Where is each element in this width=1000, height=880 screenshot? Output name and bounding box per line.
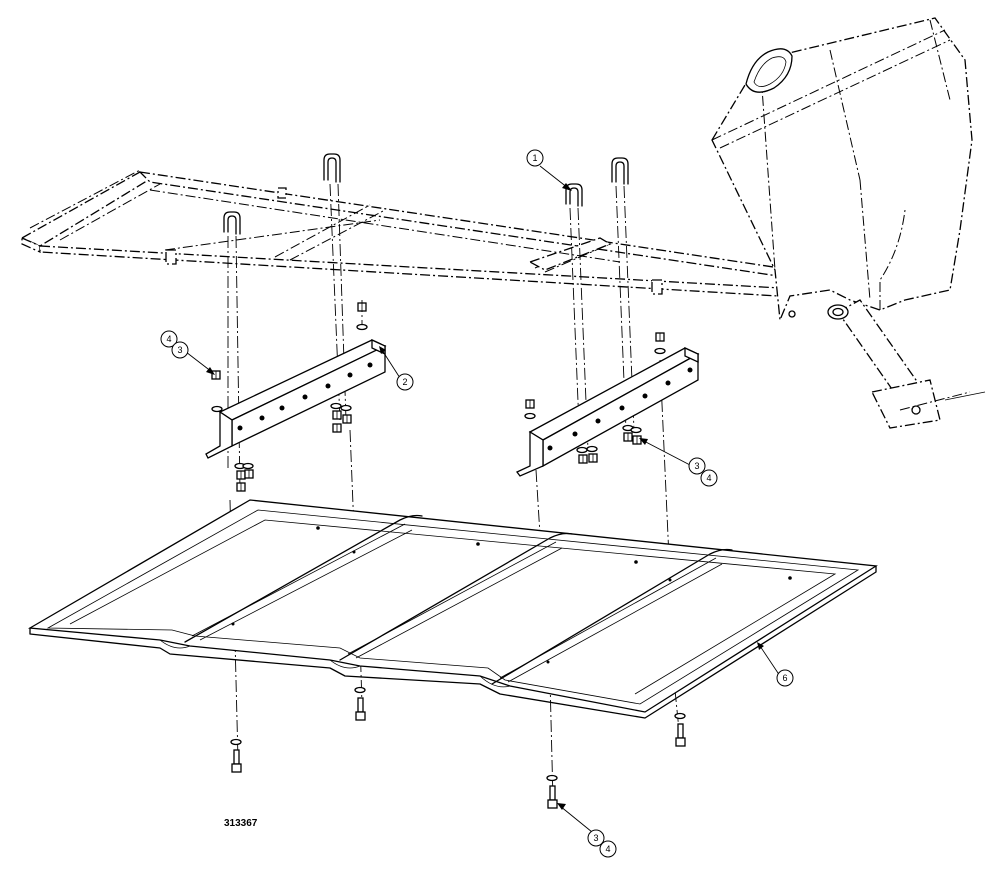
callout-label-4c: 4 (605, 844, 610, 854)
callout-label-3a: 3 (177, 345, 182, 355)
callout-label-1: 1 (532, 153, 537, 163)
cap-screws (230, 686, 686, 809)
callout-2: 2 (379, 346, 414, 391)
callout-6: 6 (757, 642, 794, 687)
callout-label-6: 6 (782, 673, 787, 683)
phantom-hopper (711, 17, 986, 429)
bracket-left (205, 338, 387, 459)
bracket-right (515, 346, 700, 477)
callout-label-4b: 4 (706, 473, 711, 483)
callout-label-2: 2 (402, 377, 407, 387)
callout-1: 1 (526, 149, 572, 191)
callout-3-4-bottom: 3 4 (557, 803, 617, 858)
tray-item-6 (27, 499, 878, 719)
nuts-and-washers (211, 302, 666, 492)
phantom-frame (20, 169, 781, 297)
callout-label-3c: 3 (593, 833, 598, 843)
callout-4-3-left: 4 3 (160, 330, 215, 375)
callout-3-4-right: 3 4 (639, 438, 718, 487)
callout-label-3b: 3 (694, 461, 699, 471)
drawing-number: 313367 (224, 818, 258, 829)
callout-label-4a: 4 (166, 334, 171, 344)
